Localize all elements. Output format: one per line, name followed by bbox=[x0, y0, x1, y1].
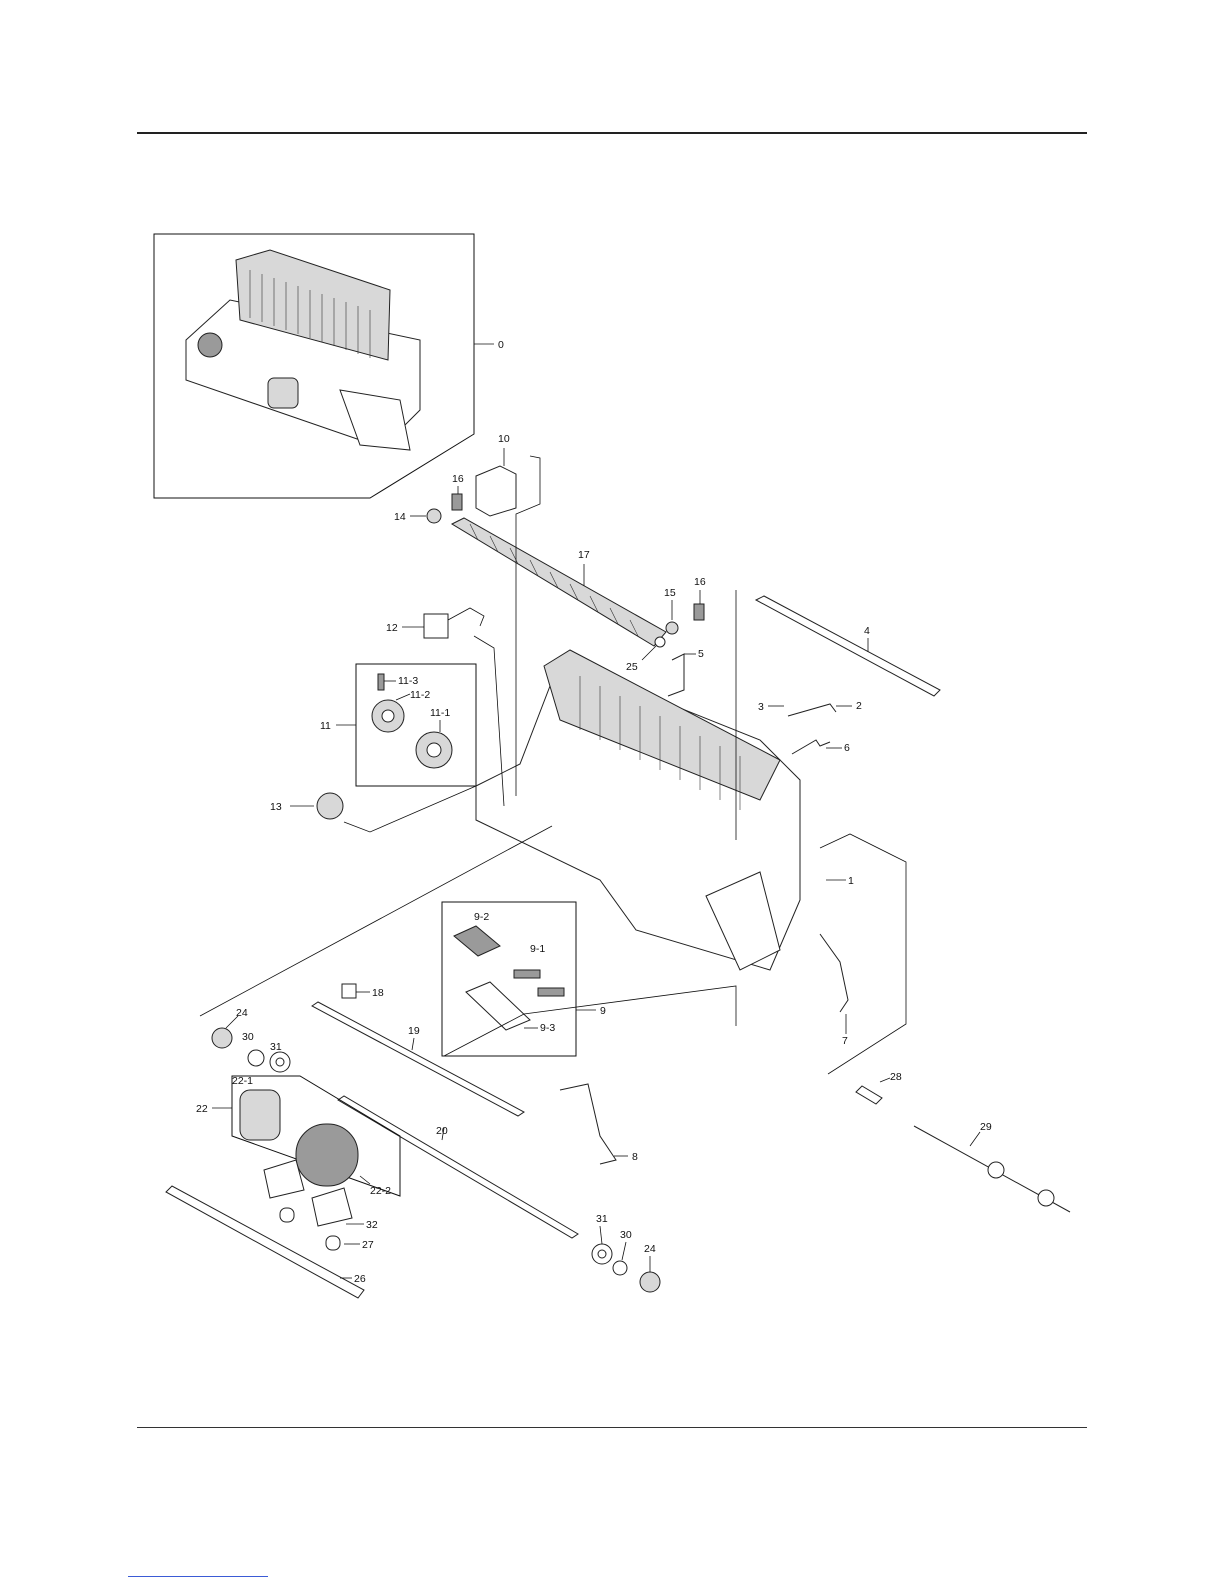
part-29-shaft: 29 bbox=[914, 1121, 1070, 1212]
svg-text:11-2: 11-2 bbox=[410, 689, 430, 701]
svg-text:30: 30 bbox=[242, 1031, 254, 1043]
part-12-solenoid: 12 bbox=[386, 608, 484, 638]
svg-text:22-1: 22-1 bbox=[232, 1075, 253, 1087]
part-13-gear: 13 bbox=[270, 793, 343, 819]
assembly-0-illustration bbox=[186, 250, 420, 450]
svg-text:11: 11 bbox=[320, 720, 331, 732]
part-25: 25 bbox=[626, 637, 665, 673]
part-17-roller: 17 bbox=[452, 518, 666, 646]
svg-text:24: 24 bbox=[644, 1243, 656, 1255]
svg-text:22: 22 bbox=[196, 1103, 208, 1115]
svg-text:16: 16 bbox=[452, 473, 464, 485]
part-9-components bbox=[454, 926, 564, 1030]
part-10: 10 bbox=[476, 433, 516, 516]
svg-text:31: 31 bbox=[596, 1213, 608, 1225]
part-5-bracket: 5 bbox=[668, 648, 704, 696]
svg-text:8: 8 bbox=[632, 1151, 638, 1163]
svg-text:32: 32 bbox=[366, 1219, 378, 1231]
svg-text:9-2: 9-2 bbox=[474, 911, 489, 923]
part-31-left: 31 bbox=[270, 1041, 290, 1072]
svg-text:10: 10 bbox=[498, 433, 510, 445]
part-18: 18 bbox=[342, 984, 384, 999]
svg-text:28: 28 bbox=[890, 1071, 902, 1083]
part-4-rail: 4 bbox=[756, 596, 940, 696]
svg-text:30: 30 bbox=[620, 1229, 632, 1241]
svg-text:27: 27 bbox=[362, 1239, 374, 1251]
part-6-bracket: 6 bbox=[792, 740, 850, 754]
svg-text:13: 13 bbox=[270, 801, 282, 813]
svg-text:0: 0 bbox=[498, 339, 504, 351]
svg-text:24: 24 bbox=[236, 1007, 248, 1019]
svg-text:17: 17 bbox=[578, 549, 590, 561]
part-30-right: 30 bbox=[613, 1229, 632, 1275]
part-16-spring-right: 16 bbox=[694, 576, 706, 620]
svg-text:7: 7 bbox=[842, 1035, 848, 1047]
svg-text:9-3: 9-3 bbox=[540, 1022, 555, 1034]
part-2-lever: 2 bbox=[788, 700, 862, 716]
svg-text:31: 31 bbox=[270, 1041, 282, 1053]
part-15: 15 bbox=[664, 587, 678, 634]
svg-text:19: 19 bbox=[408, 1025, 420, 1037]
svg-text:1: 1 bbox=[848, 875, 854, 887]
svg-text:12: 12 bbox=[386, 622, 398, 634]
callout-0: 0 bbox=[474, 339, 504, 351]
part-24-right: 24 bbox=[640, 1243, 660, 1292]
svg-text:26: 26 bbox=[354, 1273, 366, 1285]
part-1-main-frame bbox=[476, 650, 800, 970]
svg-text:2: 2 bbox=[856, 700, 862, 712]
part-28-bushing: 28 bbox=[856, 1071, 902, 1104]
svg-text:29: 29 bbox=[980, 1121, 992, 1133]
part-14-bushing: 14 bbox=[394, 509, 441, 523]
part-30-left: 30 bbox=[242, 1031, 264, 1066]
svg-text:3: 3 bbox=[758, 701, 764, 713]
svg-text:6: 6 bbox=[844, 742, 850, 754]
svg-text:16: 16 bbox=[694, 576, 706, 588]
svg-text:9: 9 bbox=[600, 1005, 606, 1017]
svg-text:9-1: 9-1 bbox=[530, 943, 545, 955]
svg-text:25: 25 bbox=[626, 661, 638, 673]
svg-text:5: 5 bbox=[698, 648, 704, 660]
part-16-spring-left: 16 bbox=[452, 473, 464, 510]
svg-text:4: 4 bbox=[864, 625, 870, 637]
svg-text:18: 18 bbox=[372, 987, 384, 999]
svg-text:11-1: 11-1 bbox=[430, 707, 450, 719]
svg-text:11-3: 11-3 bbox=[398, 675, 418, 687]
part-7-bracket: 7 bbox=[820, 934, 848, 1047]
assembly-9-frame bbox=[442, 902, 576, 1056]
svg-text:22-2: 22-2 bbox=[370, 1185, 391, 1197]
part-31-right: 31 bbox=[592, 1213, 612, 1264]
svg-text:15: 15 bbox=[664, 587, 676, 599]
part-20-shaft: 20 bbox=[338, 1096, 578, 1238]
svg-text:14: 14 bbox=[394, 511, 406, 523]
svg-text:20: 20 bbox=[436, 1125, 448, 1137]
part-3: 3 bbox=[758, 701, 784, 713]
part-8-bracket: 8 bbox=[560, 1084, 638, 1164]
